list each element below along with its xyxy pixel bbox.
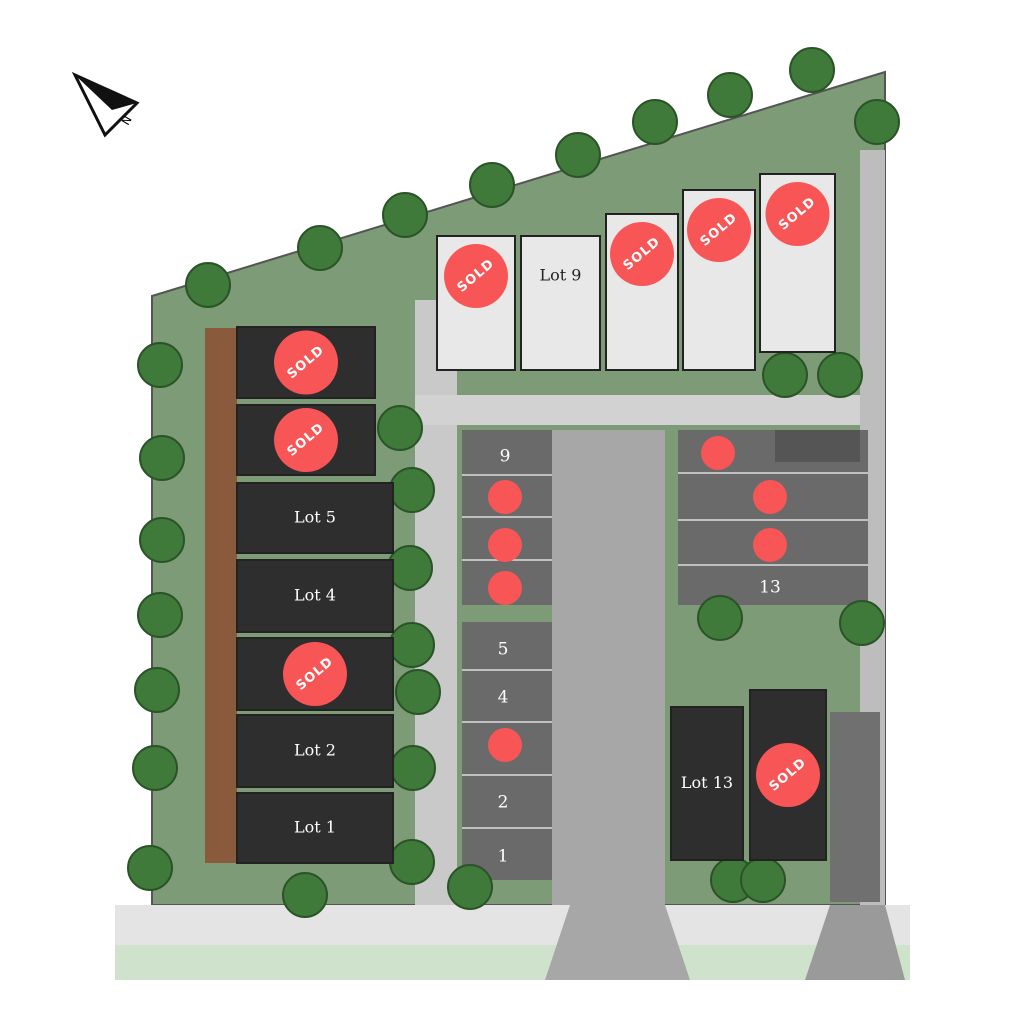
lot-label: Lot 4 bbox=[294, 586, 336, 605]
tree-icon bbox=[127, 845, 173, 891]
lot-lot-9[interactable]: Lot 9 bbox=[520, 235, 601, 371]
tree-icon bbox=[389, 622, 435, 668]
sold-badge bbox=[687, 198, 751, 262]
lot-sold[interactable]: SOLD bbox=[759, 173, 836, 353]
parking-bay-label: 5 bbox=[498, 640, 509, 660]
reserved-bay-marker bbox=[753, 480, 787, 514]
tree-icon bbox=[387, 545, 433, 591]
tree-icon bbox=[469, 162, 515, 208]
lot-lot-5[interactable]: Lot 5 bbox=[236, 482, 394, 554]
sold-badge bbox=[610, 222, 674, 286]
parking-bay-label: 1 bbox=[498, 847, 509, 867]
lot-lot-2[interactable]: Lot 2 bbox=[236, 714, 394, 788]
reserved-bay-marker bbox=[701, 436, 735, 470]
lot-label: Lot 5 bbox=[294, 508, 336, 527]
parking-bay-label: 2 bbox=[498, 793, 509, 813]
lot-label: Lot 2 bbox=[294, 741, 336, 760]
lot-lot-13[interactable]: Lot 13 bbox=[670, 706, 744, 861]
sold-badge bbox=[274, 408, 338, 472]
tree-icon bbox=[282, 872, 328, 918]
tree-icon bbox=[382, 192, 428, 238]
reserved-bay-marker bbox=[488, 728, 522, 762]
reserved-bay-marker bbox=[488, 528, 522, 562]
lot-sold[interactable]: SOLD bbox=[749, 689, 827, 861]
lot-sold[interactable]: SOLD bbox=[236, 404, 376, 476]
tree-icon bbox=[762, 352, 808, 398]
sold-badge bbox=[283, 642, 347, 706]
lot-sold[interactable]: SOLD bbox=[436, 235, 516, 371]
parking-bay-label: 13 bbox=[759, 578, 781, 598]
tree-icon bbox=[632, 99, 678, 145]
sold-badge bbox=[444, 244, 508, 308]
lot-sold[interactable]: SOLD bbox=[605, 213, 679, 371]
tree-icon bbox=[789, 47, 835, 93]
reserved-bay-marker bbox=[488, 571, 522, 605]
reserved-bay-marker bbox=[753, 528, 787, 562]
parking-bay-label: 9 bbox=[500, 447, 511, 467]
sold-badge bbox=[756, 743, 820, 807]
tree-icon bbox=[555, 132, 601, 178]
tree-icon bbox=[297, 225, 343, 271]
tree-icon bbox=[134, 667, 180, 713]
sold-badge bbox=[274, 330, 338, 395]
lot-label: Lot 13 bbox=[681, 773, 733, 792]
east-driveway bbox=[805, 905, 905, 980]
north-label: N bbox=[119, 114, 134, 128]
tree-icon bbox=[447, 864, 493, 910]
nature-strip bbox=[115, 945, 910, 980]
tree-icon bbox=[139, 517, 185, 563]
north-path bbox=[415, 395, 880, 425]
tree-icon bbox=[389, 467, 435, 513]
parking-bay-label: 4 bbox=[498, 688, 509, 708]
tree-icon bbox=[137, 342, 183, 388]
tree-icon bbox=[377, 405, 423, 451]
tree-icon bbox=[697, 595, 743, 641]
reserved-bay-marker bbox=[488, 480, 522, 514]
tree-icon bbox=[389, 839, 435, 885]
lot-label: Lot 1 bbox=[294, 818, 336, 837]
sold-badge bbox=[765, 182, 830, 246]
tree-icon bbox=[817, 352, 863, 398]
tree-icon bbox=[395, 669, 441, 715]
lot-sold[interactable]: SOLD bbox=[682, 189, 756, 371]
lot-lot-4[interactable]: Lot 4 bbox=[236, 559, 394, 633]
tree-icon bbox=[854, 99, 900, 145]
west-path bbox=[415, 300, 457, 905]
tree-icon bbox=[137, 592, 183, 638]
driveway bbox=[545, 430, 690, 980]
tree-icon bbox=[132, 745, 178, 791]
tree-icon bbox=[139, 435, 185, 481]
lot-label: Lot 9 bbox=[540, 266, 582, 285]
tree-icon bbox=[740, 857, 786, 903]
north-arrow-icon: N bbox=[71, 71, 140, 138]
footpath bbox=[115, 905, 910, 945]
lot-sold[interactable]: SOLD bbox=[236, 326, 376, 399]
tree-icon bbox=[839, 600, 885, 646]
tree-icon bbox=[707, 72, 753, 118]
lot-sold[interactable]: SOLD bbox=[236, 637, 394, 711]
bike-parking bbox=[775, 430, 860, 462]
lot-lot-1[interactable]: Lot 1 bbox=[236, 792, 394, 864]
tree-icon bbox=[390, 745, 436, 791]
tree-icon bbox=[185, 262, 231, 308]
west-decks bbox=[205, 328, 237, 863]
parking-east-side bbox=[830, 712, 880, 902]
